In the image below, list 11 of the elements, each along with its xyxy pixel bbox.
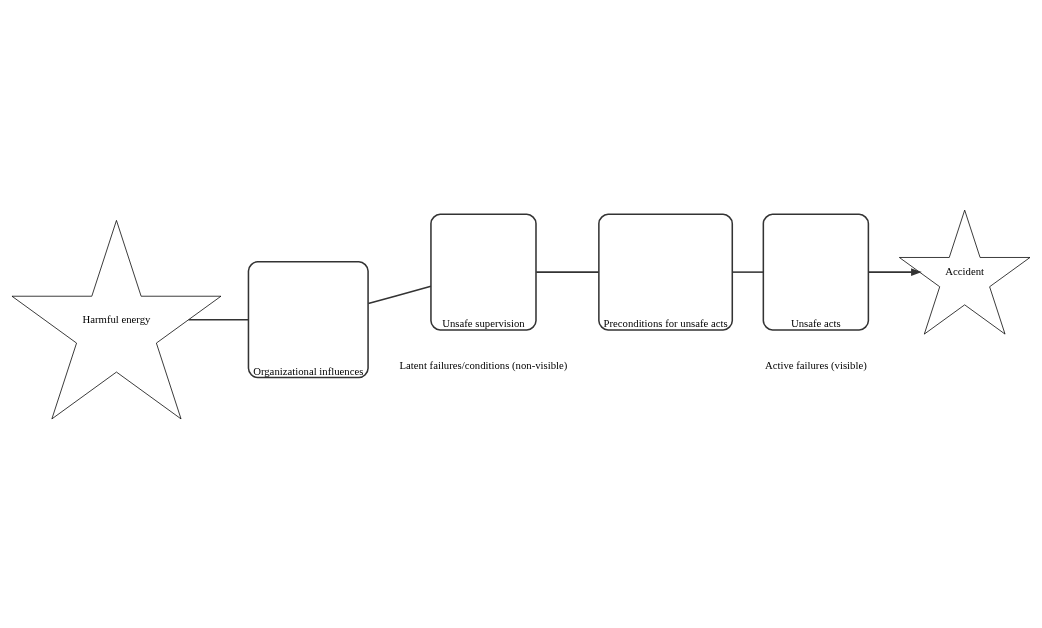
node-box: Unsafe acts bbox=[762, 212, 870, 331]
node-box: Unsafe supervision bbox=[430, 212, 537, 331]
connector bbox=[535, 270, 600, 273]
connector bbox=[367, 285, 432, 304]
connector bbox=[187, 318, 250, 320]
arrow bbox=[867, 267, 922, 276]
node-box: Organizational influences bbox=[247, 260, 369, 378]
node-box: Preconditions for unsafe acts bbox=[598, 212, 734, 331]
connector bbox=[731, 270, 764, 273]
label: Active failures (visible) bbox=[764, 358, 867, 371]
label: Latent failures/conditions (non-visible) bbox=[399, 358, 568, 371]
